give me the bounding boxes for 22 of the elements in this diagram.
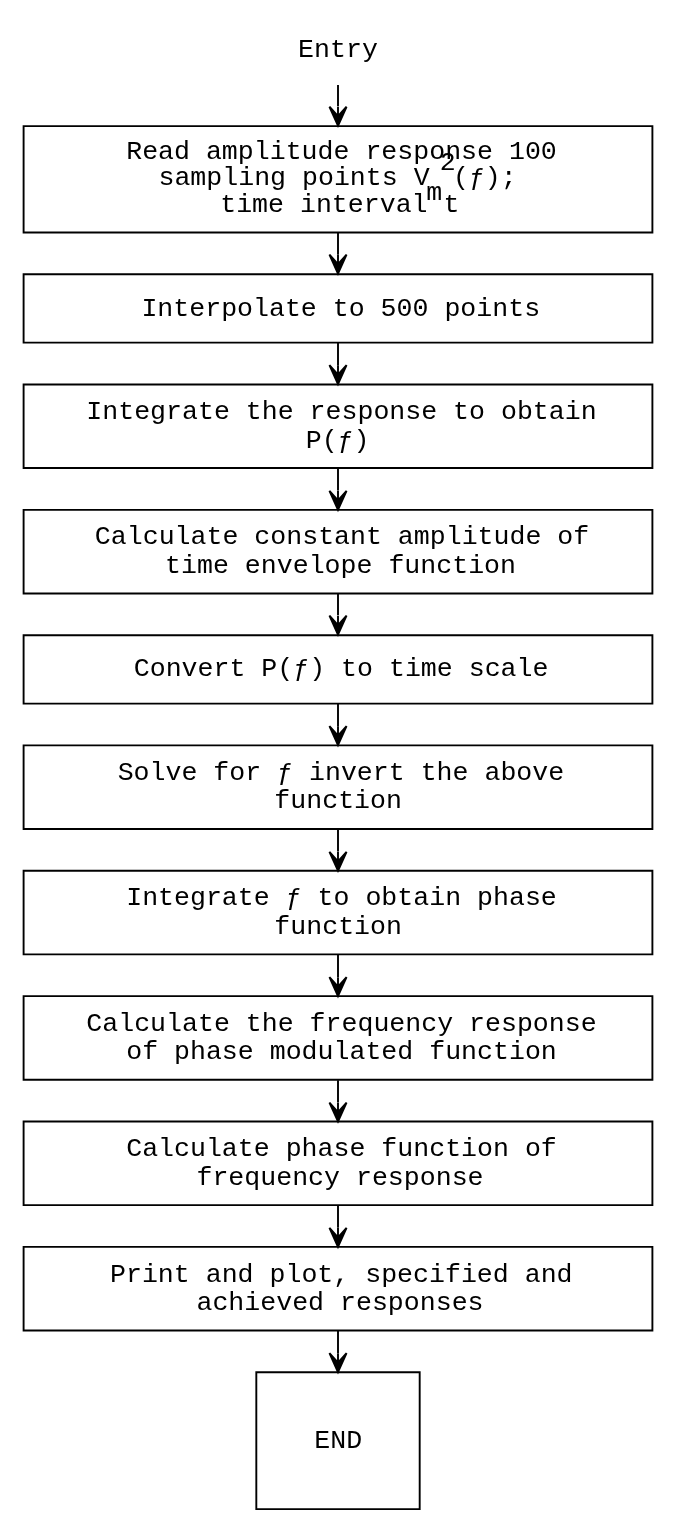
node-box: END bbox=[254, 1371, 421, 1511]
node-text: Entry bbox=[297, 35, 378, 66]
arrow bbox=[328, 1330, 347, 1374]
node-box: Convert P(ƒ) to time scale bbox=[22, 634, 653, 705]
arrow bbox=[328, 467, 347, 511]
node-box: Solve for ƒ invert the above function bbox=[22, 744, 653, 830]
node-box: Integrate the response to obtain P(ƒ) bbox=[22, 383, 653, 469]
arrow bbox=[328, 828, 347, 872]
node-box: Calculate constant amplitude of time envelope function bbox=[22, 508, 653, 595]
arrow bbox=[328, 593, 347, 636]
arrow bbox=[328, 84, 347, 127]
arrow bbox=[328, 954, 347, 998]
node-box: Interpolate to 500 points bbox=[22, 273, 653, 344]
node-box: Calculate the frequency response of phase modulated function bbox=[22, 995, 653, 1081]
arrow bbox=[328, 231, 347, 275]
node-box: Print and plot, specified and achieved responses bbox=[22, 1245, 653, 1332]
arrow bbox=[328, 341, 347, 386]
node-box: Integrate ƒ to obtain phase function bbox=[22, 869, 653, 956]
arrow bbox=[328, 1079, 347, 1123]
arrow bbox=[328, 1204, 347, 1248]
node-box: Calculate phase function of frequency response bbox=[22, 1120, 653, 1207]
arrow bbox=[328, 702, 347, 747]
